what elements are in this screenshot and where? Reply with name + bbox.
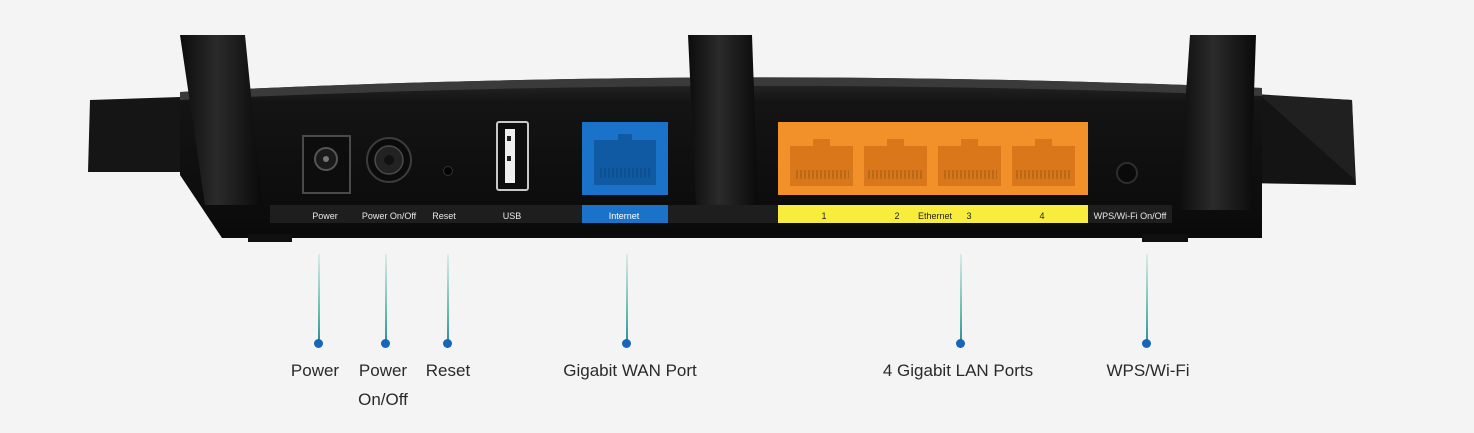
router-left-wing [88,97,180,172]
router-foot-right [1142,234,1188,242]
callout-dot-wps [1142,339,1151,348]
reset-hole [443,166,453,176]
callout-label-wps: WPS/Wi-Fi [1106,361,1190,380]
internet-strip [582,205,668,223]
antenna-left [180,35,262,205]
callout-dot-power [314,339,323,348]
strip-label-ethernet: Ethernet [918,211,953,221]
wps-button [1116,162,1138,184]
callout-label-power-onoff: Power On/Off [347,356,419,414]
callout-line-lan [960,254,962,342]
antenna-center [688,35,758,205]
antenna-right [1178,35,1256,210]
callout-dot-reset [443,339,452,348]
strip-label-power-onoff: Power On/Off [362,211,417,221]
callout-label-wan: Gigabit WAN Port [563,361,697,380]
strip-label-usb: USB [503,211,522,221]
lan-port-2 [864,139,927,186]
callout-line-wan [626,254,628,342]
callout-dot-power-onoff [381,339,390,348]
callout-label-power-onoff-line2: On/Off [358,390,408,409]
callout-line-power-onoff [385,254,387,342]
strip-label-lan1: 1 [821,211,826,221]
strip-label-lan3: 3 [966,211,971,221]
lan-strip [778,205,1088,223]
strip-label-wps: WPS/Wi-Fi On/Off [1094,211,1167,221]
lan-port-1 [790,139,853,186]
strip-label-reset: Reset [432,211,456,221]
callout-line-power [318,254,320,342]
lan-port-4 [1012,139,1075,186]
callout-label-power-onoff-line1: Power [358,361,408,380]
callout-dot-lan [956,339,965,348]
callout-label-lan: 4 Gigabit LAN Ports [882,361,1034,380]
strip-label-power: Power [312,211,338,221]
callout-dot-wan [622,339,631,348]
callout-line-wps [1146,254,1148,342]
strip-label-lan2: 2 [894,211,899,221]
callout-label-power: Power [290,361,340,380]
lan-port-3 [938,139,1001,186]
strip-label-internet: Internet [609,211,640,221]
callout-line-reset [447,254,449,342]
strip-label-lan4: 4 [1039,211,1044,221]
callout-label-reset: Reset [425,361,471,380]
router-foot-left [248,234,292,242]
